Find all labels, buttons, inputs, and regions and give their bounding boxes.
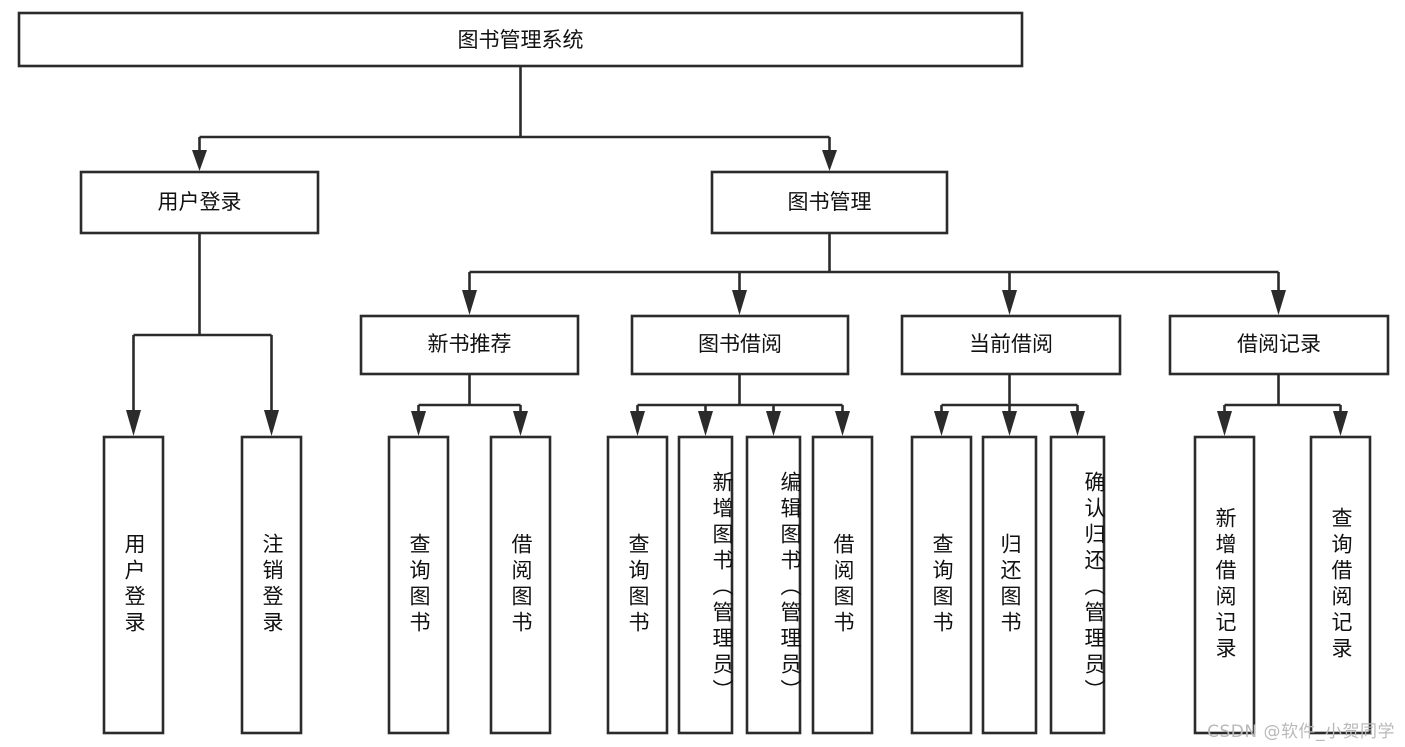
arrow-to-new-book xyxy=(462,290,477,315)
arrow-to-records xyxy=(1271,290,1286,315)
node-book-mgmt-box[interactable] xyxy=(710,170,949,235)
leaf-box-confirm-return[interactable] xyxy=(1049,435,1106,735)
leaf-box-user-login[interactable] xyxy=(102,435,165,735)
arrow-leaf-user-login xyxy=(126,410,141,436)
arrow-leaf-query-book-2 xyxy=(630,411,645,436)
node-new-book-label: 新书推荐 xyxy=(428,332,512,356)
arrow-leaf-borrow-book-1 xyxy=(513,411,528,436)
arrow-leaf-add-record xyxy=(1217,411,1232,436)
leaf-box-borrow-book-2[interactable] xyxy=(811,435,874,735)
connector-layer xyxy=(126,66,1348,436)
leaf-box-query-book-2[interactable] xyxy=(606,435,669,735)
arrow-leaf-query-book-1 xyxy=(411,411,426,436)
leaf-box-query-book-3[interactable] xyxy=(910,435,973,735)
node-borrow-box[interactable] xyxy=(630,314,850,376)
arrow-leaf-edit-book xyxy=(766,411,781,436)
leaf-box-logout[interactable] xyxy=(240,435,303,735)
arrow-leaf-logout xyxy=(264,410,279,436)
node-layer: 图书管理系统 用户登录 图书管理 新书推荐 图书借阅 当前借阅 借阅记录 xyxy=(17,11,1390,735)
node-borrow-label: 图书借阅 xyxy=(698,332,782,356)
node-records-label: 借阅记录 xyxy=(1237,332,1321,356)
leaf-box-edit-book[interactable] xyxy=(745,435,802,735)
node-root-label: 图书管理系统 xyxy=(458,28,584,52)
arrow-to-borrow xyxy=(732,290,747,315)
arrow-leaf-borrow-book-2 xyxy=(835,411,850,436)
leaf-box-query-book-1[interactable] xyxy=(387,435,450,735)
leaf-box-borrow-book-1[interactable] xyxy=(489,435,552,735)
arrow-leaf-query-book-3 xyxy=(934,411,949,436)
arrow-leaf-return-book xyxy=(1002,411,1017,436)
node-user-login-label: 用户登录 xyxy=(158,190,242,214)
arrow-to-book-mgmt xyxy=(822,150,837,171)
node-records-box[interactable] xyxy=(1168,314,1390,376)
arrow-leaf-add-book xyxy=(698,411,713,436)
leaf-box-return-book[interactable] xyxy=(981,435,1038,735)
arrow-leaf-query-record xyxy=(1333,411,1348,436)
node-current-label: 当前借阅 xyxy=(969,332,1053,356)
csdn-watermark: CSDN @软件_小贺同学 xyxy=(1207,722,1395,742)
arrow-to-user-login xyxy=(192,150,207,171)
arrow-leaf-confirm-return xyxy=(1070,411,1085,436)
node-current-box[interactable] xyxy=(900,314,1122,376)
leaf-box-query-record[interactable] xyxy=(1309,435,1372,735)
node-book-mgmt-label: 图书管理 xyxy=(788,190,872,214)
node-new-book-box[interactable] xyxy=(359,314,580,376)
node-user-login-box[interactable] xyxy=(79,170,320,235)
leaf-box-add-book[interactable] xyxy=(677,435,734,735)
leaf-box-add-record[interactable] xyxy=(1193,435,1256,735)
node-root-box[interactable] xyxy=(17,11,1024,68)
arrow-to-current xyxy=(1002,290,1017,315)
